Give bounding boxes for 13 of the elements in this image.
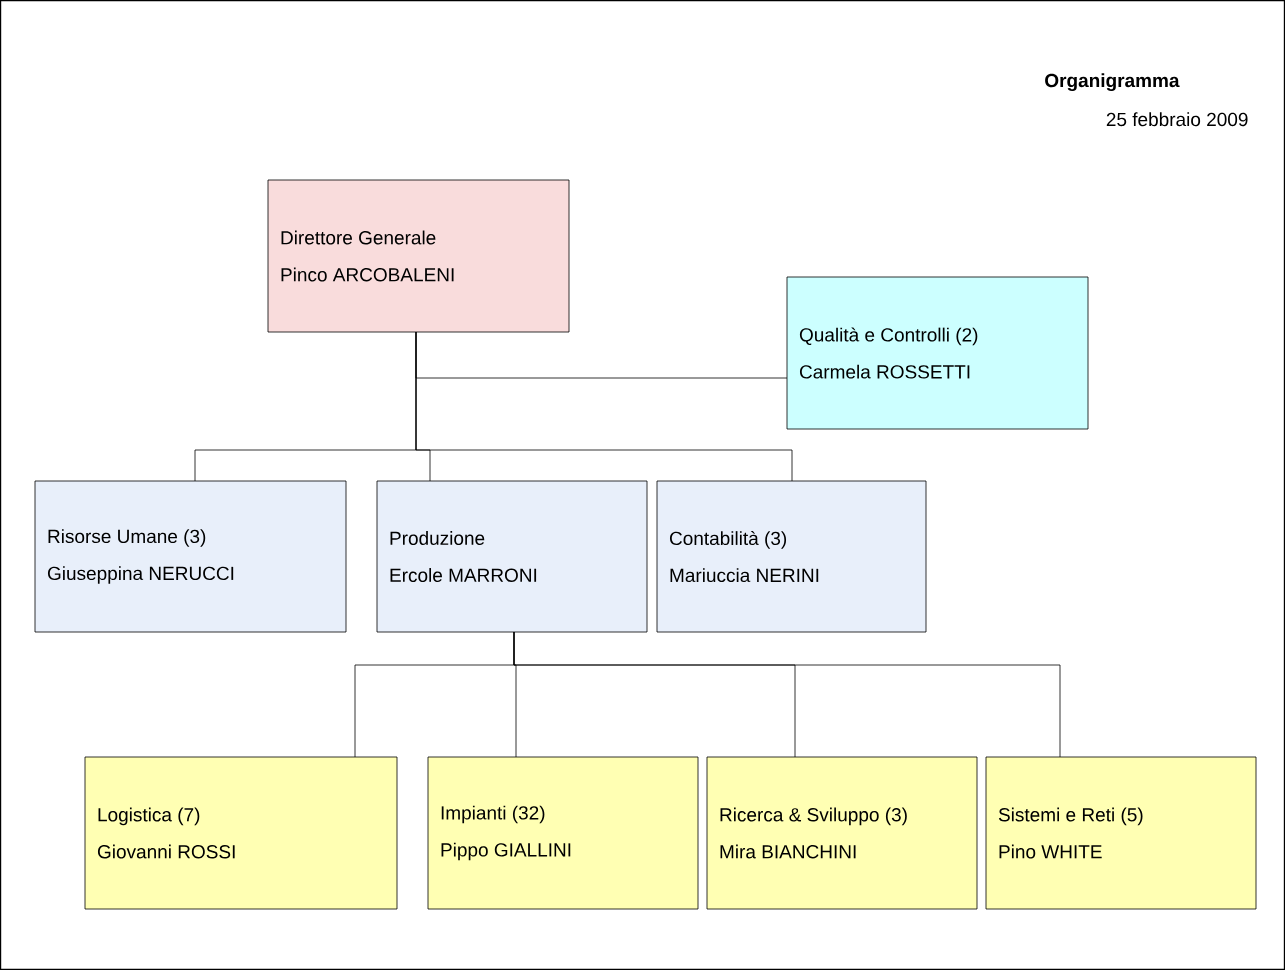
org-box: Produzione Ercole MARRONI: [376, 480, 648, 633]
connector-line: [415, 331, 793, 482]
org-box: Sistemi e Reti (5) Pino WHITE: [985, 756, 1257, 910]
connector-line: [513, 631, 1061, 758]
org-box: Logistica (7) Giovanni ROSSI: [84, 756, 398, 910]
org-box: Ricerca & Sviluppo (3) Mira BIANCHINI: [706, 756, 978, 910]
date-label: 25 febbraio 2009: [1106, 112, 1248, 127]
org-box: Qualità e Controlli (2) Carmela ROSSETTI: [786, 276, 1089, 430]
org-box: Risorse Umane (3) Giuseppina NERUCCI: [34, 480, 347, 633]
org-box: Direttore Generale Pinco ARCOBALENI: [267, 179, 570, 333]
org-box: Impianti (32) Pippo GIALLINI: [427, 756, 699, 910]
org-box: Contabilità (3) Mariuccia NERINI: [656, 480, 927, 633]
title: Organigramma: [1045, 73, 1180, 92]
